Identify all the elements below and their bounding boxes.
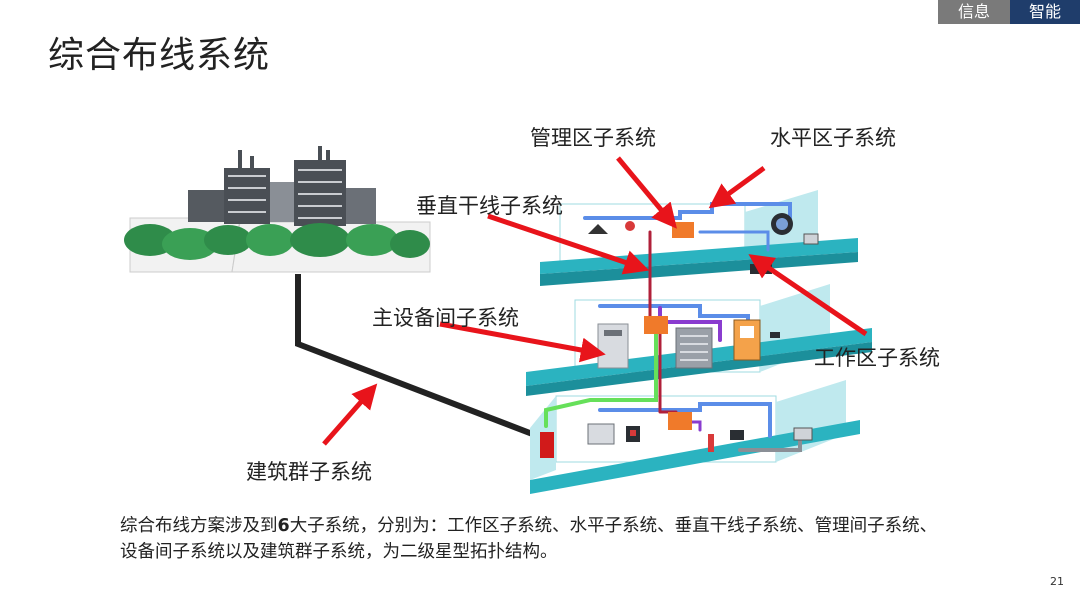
campus-buildings-illustration <box>124 146 431 273</box>
label-equipment-subsystem: 主设备间子系统 <box>372 306 519 330</box>
tab-smart[interactable]: 智能 <box>1010 0 1080 24</box>
label-management-subsystem: 管理区子系统 <box>530 126 656 150</box>
description-text: 综合布线方案涉及到6大子系统，分别为：工作区子系统、水平子系统、垂直干线子系统、… <box>120 516 938 562</box>
tab-info[interactable]: 信息 <box>938 0 1010 24</box>
page-title: 综合布线系统 <box>48 35 271 76</box>
label-campus-subsystem: 建筑群子系统 <box>246 460 372 484</box>
arrow-campus <box>322 383 378 446</box>
label-horizontal-subsystem: 水平区子系统 <box>770 126 896 150</box>
arrow-vertical <box>487 213 650 275</box>
label-work-area-subsystem: 工作区子系统 <box>814 346 940 370</box>
subsystem-count: 6 <box>277 516 290 536</box>
label-vertical-subsystem: 垂直干线子系统 <box>416 194 563 218</box>
equipment <box>540 213 819 458</box>
page-number: 21 <box>1050 575 1064 588</box>
arrow-horizontal <box>708 165 766 209</box>
arrow-equipment <box>439 321 606 363</box>
callout-arrows <box>322 156 868 446</box>
campus-backbone-cable <box>295 274 550 443</box>
arrow-work-area <box>748 254 868 337</box>
arrow-management <box>616 156 677 229</box>
top-tabs: 信息 智能 <box>938 0 1080 24</box>
